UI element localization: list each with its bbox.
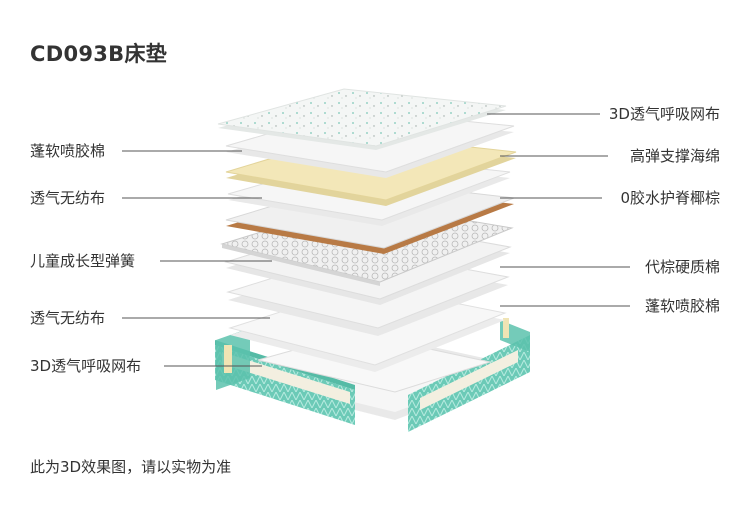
label-right-coir: 0胶水护脊椰棕: [620, 189, 720, 207]
label-right-sponge: 高弹支撑海绵: [629, 147, 720, 165]
footnote: 此为3D效果图，请以实物为准: [30, 458, 232, 476]
label-left-nonwoven-bottom: 透气无纺布: [30, 309, 106, 327]
base-frame: [215, 318, 530, 432]
label-right-3d-mesh-top: 3D透气呼吸网布: [608, 105, 720, 123]
leader-lines: [122, 113, 630, 367]
label-right-padding-bottom: 蓬软喷胶棉: [644, 297, 720, 315]
label-left-nonwoven-top: 透气无纺布: [30, 189, 106, 207]
label-left-3d-mesh-border: 3D透气呼吸网布: [30, 357, 142, 375]
page-title: CD093B床垫: [30, 42, 168, 66]
label-left-springs: 儿童成长型弹簧: [30, 252, 136, 270]
label-right-hard-cotton: 代棕硬质棉: [644, 258, 720, 276]
label-left-padding-top: 蓬软喷胶棉: [30, 142, 106, 160]
layer-3d-mesh-top: [217, 88, 507, 150]
